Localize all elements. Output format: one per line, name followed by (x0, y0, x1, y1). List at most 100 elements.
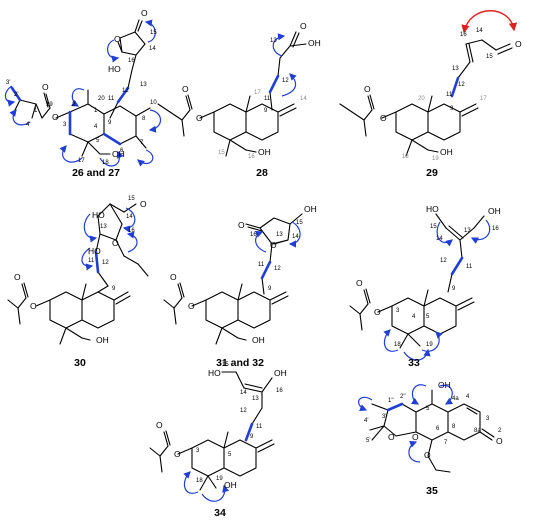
carbon-number-label: 6 (120, 148, 124, 154)
carbon-number-label: 11 (88, 258, 95, 264)
carbon-number-label: 11 (108, 96, 115, 102)
carbon-number-label: 5 (426, 314, 430, 320)
carbon-number-label: 3' (382, 414, 386, 420)
carbon-number-label: 2'' (400, 394, 406, 400)
atom-label: OH (304, 204, 317, 214)
carbon-number-label: 20 (418, 96, 425, 102)
carbon-number-label: 17 (254, 90, 261, 96)
carbon-number-label: 16 (460, 32, 467, 38)
carbon-number-label: 8 (452, 424, 456, 430)
atom-label: O (156, 420, 163, 430)
carbon-number-label: 14 (240, 390, 247, 396)
carbon-number-label: 12 (102, 260, 109, 266)
carbon-number-label: 14 (292, 234, 299, 240)
carbon-number-label: 11 (446, 92, 453, 98)
atom-label: O (388, 432, 395, 442)
carbon-number-label: 15 (222, 362, 229, 368)
carbon-number-label: 14 (149, 46, 156, 52)
atom-label: O (14, 272, 21, 282)
carbon-number-label: 17 (78, 158, 85, 164)
carbon-number-label: 12 (240, 408, 247, 414)
atom-label: HO (426, 204, 439, 214)
carbon-number-label: 9 (108, 120, 112, 126)
carbon-number-label: 11 (466, 264, 473, 270)
carbon-number-label: 9 (452, 286, 456, 292)
carbon-number-label: 20 (98, 96, 105, 102)
carbon-number-label: 12 (122, 88, 129, 94)
compound-caption: 29 (426, 167, 438, 179)
carbon-number-label: 11 (264, 96, 271, 102)
compound-35 (358, 384, 495, 473)
atom-label: O (356, 278, 363, 288)
carbon-number-label: 9 (264, 108, 268, 114)
carbon-number-label: 14 (300, 96, 307, 102)
carbon-number-label: 18 (394, 342, 401, 348)
atom-label: O (424, 450, 431, 460)
carbon-number-label: 18 (102, 160, 109, 166)
carbon-number-label: 18 (402, 154, 409, 160)
carbon-number-label: 16 (276, 388, 283, 394)
carbon-number-label: 18 (196, 478, 203, 484)
carbon-number-label: 14 (476, 28, 483, 34)
carbon-number-label: 13 (464, 228, 471, 234)
carbon-number-label: 7 (140, 140, 144, 146)
atom-label: O (141, 8, 148, 18)
carbon-number-label: 19 (46, 102, 53, 108)
carbon-number-label: 11 (258, 262, 265, 268)
compound-26-27 (4, 19, 162, 167)
atom-label: O (270, 240, 277, 250)
atom-label: OH (224, 480, 237, 490)
compound-30 (7, 203, 149, 345)
compound-28 (157, 31, 307, 157)
atom-label: O (52, 112, 59, 122)
carbon-number-label: 15 (150, 30, 157, 36)
carbon-number-label: 5 (96, 138, 100, 144)
compound-29 (339, 10, 518, 157)
carbon-number-label: 16 (128, 58, 135, 64)
atom-label: HO (88, 246, 101, 256)
carbon-number-label: 8 (142, 116, 146, 122)
atom-label: O (174, 449, 181, 459)
carbon-number-label: 3 (63, 122, 67, 128)
carbon-number-label: 15 (218, 150, 225, 156)
carbon-number-label: 14 (436, 236, 443, 242)
carbon-number-label: 13 (252, 396, 259, 402)
atom-label: HO (92, 210, 105, 220)
carbon-number-label: 19 (216, 476, 223, 482)
carbon-number-label: 3 (396, 308, 400, 314)
atom-label: OH (96, 335, 109, 345)
atom-label: O (238, 220, 245, 230)
carbon-number-label: 15 (486, 54, 493, 60)
carbon-number-label: 13 (270, 38, 277, 44)
carbon-number-label: 4 (466, 394, 470, 400)
atom-label: O (182, 84, 189, 94)
carbon-number-label: 19 (426, 342, 433, 348)
compound-caption: 33 (408, 357, 420, 369)
carbon-number-label: 12 (440, 258, 447, 264)
carbon-number-label: 15 (128, 196, 135, 202)
atom-label: OH (112, 149, 125, 159)
carbon-number-label: 10 (150, 100, 157, 106)
carbon-number-label: 2 (498, 428, 502, 434)
compound-caption: 30 (74, 357, 86, 369)
atom-label: O (196, 113, 203, 123)
carbon-number-label: 15 (430, 224, 437, 230)
carbon-number-label: 4 (412, 314, 416, 320)
carbon-number-label: 8a (474, 428, 481, 434)
compound-33 (349, 213, 491, 361)
carbon-number-label: 9 (450, 106, 454, 112)
carbon-number-label: 3 (196, 448, 200, 454)
atom-label: O (42, 82, 49, 92)
carbon-number-label: 5 (228, 452, 232, 458)
compound-caption: 34 (214, 507, 226, 519)
carbon-number-label: 3' (6, 80, 10, 86)
atom-label: OH (258, 147, 271, 157)
carbon-number-label: 12 (458, 82, 465, 88)
atom-label: OH (488, 206, 501, 216)
atom-label: OH (438, 380, 451, 390)
carbon-number-label: 2' (14, 92, 18, 98)
atom-label: O (364, 84, 371, 94)
carbon-number-label: 5' (366, 438, 370, 444)
atom-label: HO (108, 64, 121, 74)
